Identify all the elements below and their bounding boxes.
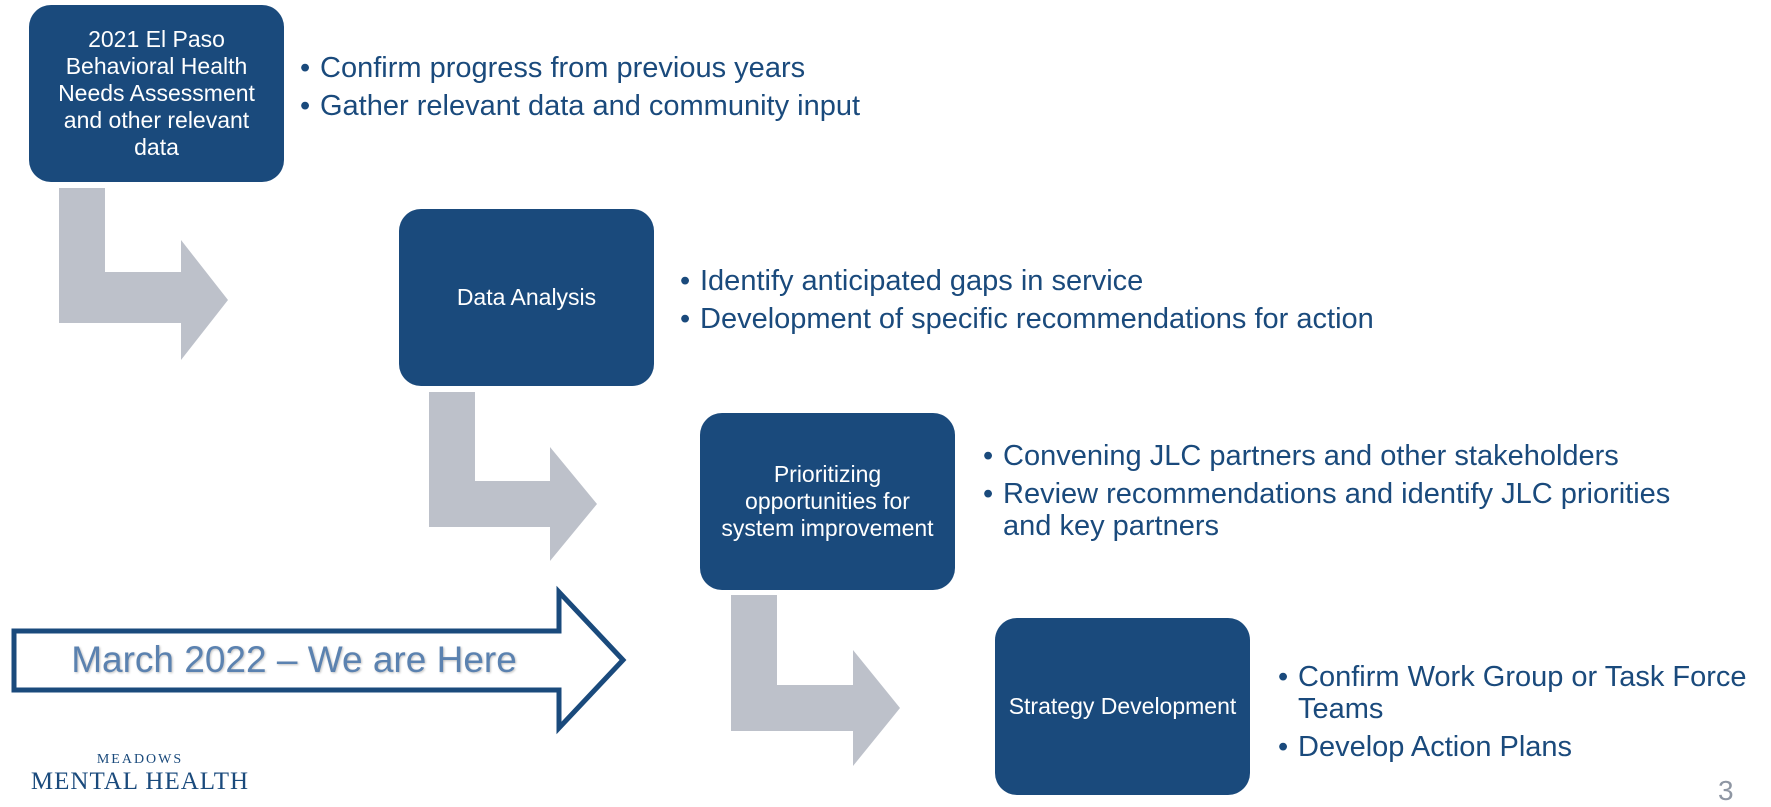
bullet-item: Confirm progress from previous years: [300, 52, 1000, 84]
bullet-item: Develop Action Plans: [1278, 731, 1768, 763]
step-box-3: Prioritizing opportunities for system im…: [700, 413, 955, 590]
step-box-1: 2021 El Paso Behavioral Health Needs Ass…: [29, 5, 284, 182]
bullet-item: Review recommendations and identify JLC …: [983, 478, 1723, 542]
step-box-4: Strategy Development: [995, 618, 1250, 795]
step-label-2: Data Analysis: [456, 284, 597, 310]
step-bullets-1: Confirm progress from previous years Gat…: [300, 52, 1000, 128]
step-bullets-2: Identify anticipated gaps in service Dev…: [680, 265, 1680, 341]
page-number: 3: [1718, 775, 1734, 806]
connector-arrow-1: [59, 188, 228, 360]
bullet-item: Development of specific recommendations …: [680, 303, 1680, 335]
connector-arrow-2: [429, 392, 597, 561]
step-box-2: Data Analysis: [399, 209, 654, 386]
bullet-item: Gather relevant data and community input: [300, 90, 1000, 122]
bullet-item: Identify anticipated gaps in service: [680, 265, 1680, 297]
step-bullets-3: Convening JLC partners and other stakeho…: [983, 440, 1723, 548]
meadows-logo: MEADOWS MENTAL HEALTH: [10, 752, 270, 796]
here-arrow-label: March 2022 – We are Here: [71, 639, 517, 680]
bullet-item: Convening JLC partners and other stakeho…: [983, 440, 1723, 472]
step-label-3: Prioritizing opportunities for system im…: [721, 461, 934, 541]
step-bullets-4: Confirm Work Group or Task Force Teams D…: [1278, 661, 1768, 769]
step-label-1: 2021 El Paso Behavioral Health Needs Ass…: [58, 26, 255, 160]
connector-arrow-3: [731, 595, 900, 766]
logo-line-1: MEADOWS: [96, 752, 184, 767]
logo-line-2: MENTAL HEALTH: [30, 768, 250, 795]
bullet-item: Confirm Work Group or Task Force Teams: [1278, 661, 1768, 725]
step-label-4: Strategy Development: [1008, 693, 1237, 719]
here-arrow-shape: [11, 585, 627, 735]
